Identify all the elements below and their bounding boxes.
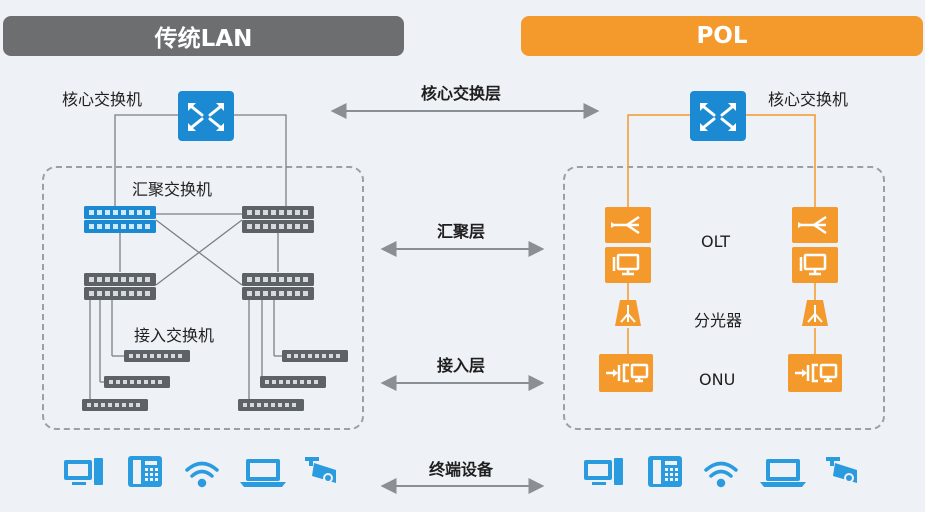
onu-icon (597, 352, 655, 394)
phone-icon (648, 456, 682, 487)
lan-switch-icon (242, 287, 314, 300)
lan-switch-icon (242, 273, 314, 286)
terminal-layer-label: 终端设备 (428, 460, 494, 479)
lan-access-switch-icon (124, 350, 190, 362)
pol-header: POL (521, 16, 923, 56)
splitter-icon (801, 299, 829, 327)
lan-aggregation-switch-label: 汇聚交换机 (132, 180, 213, 199)
core-layer-label: 核心交换层 (420, 84, 502, 103)
lan-aggregation-switch-icon (242, 220, 314, 233)
laptop-icon (240, 459, 286, 487)
olt-icon (790, 205, 840, 285)
camera-icon (826, 457, 857, 483)
lan-title: 传统LAN (154, 26, 253, 52)
pol-title: POL (696, 23, 748, 49)
lan-aggregation-switch-icon (242, 206, 314, 219)
olt-icon (603, 205, 653, 285)
pol-fiber-lines (627, 114, 816, 354)
laptop-icon (760, 459, 806, 487)
lan-access-switch-icon (104, 376, 170, 388)
lan-access-switch-icon (282, 350, 348, 362)
lan-access-switch-icon (238, 399, 304, 411)
pol-olt-onu-box (563, 166, 885, 430)
onu-icon (786, 352, 844, 394)
lan-aggregation-access-box (42, 166, 364, 430)
lan-terminal-devices (64, 456, 336, 488)
wifi-icon (185, 461, 219, 488)
lan-access-switch-icon (82, 399, 148, 411)
pol-core-switch-label: 核心交换机 (768, 90, 849, 109)
olt-label: OLT (701, 232, 731, 251)
lan-switch-icon (84, 273, 156, 286)
access-layer-label: 接入层 (436, 356, 486, 375)
splitter-label: 分光器 (694, 311, 743, 330)
lan-switch-icon (84, 287, 156, 300)
splitter-icon (614, 299, 642, 327)
phone-icon (128, 456, 162, 487)
lan-aggregation-switch-icon (84, 220, 156, 233)
lan-aggregation-switch-icon (84, 206, 156, 219)
camera-icon (305, 457, 336, 483)
pol-core-switch-icon (688, 89, 748, 143)
pol-terminal-devices (584, 456, 857, 488)
aggregation-layer-label: 汇聚层 (436, 222, 486, 241)
lan-core-switch-label: 核心交换机 (62, 90, 143, 109)
lan-access-switch-icon (260, 376, 326, 388)
wifi-icon (704, 461, 738, 488)
lan-access-switch-label: 接入交换机 (134, 326, 215, 345)
lan-core-switch-icon (176, 89, 236, 143)
onu-label: ONU (699, 370, 736, 389)
lan-header: 传统LAN (3, 16, 404, 56)
pc-icon (584, 458, 623, 485)
pc-icon (64, 458, 103, 485)
